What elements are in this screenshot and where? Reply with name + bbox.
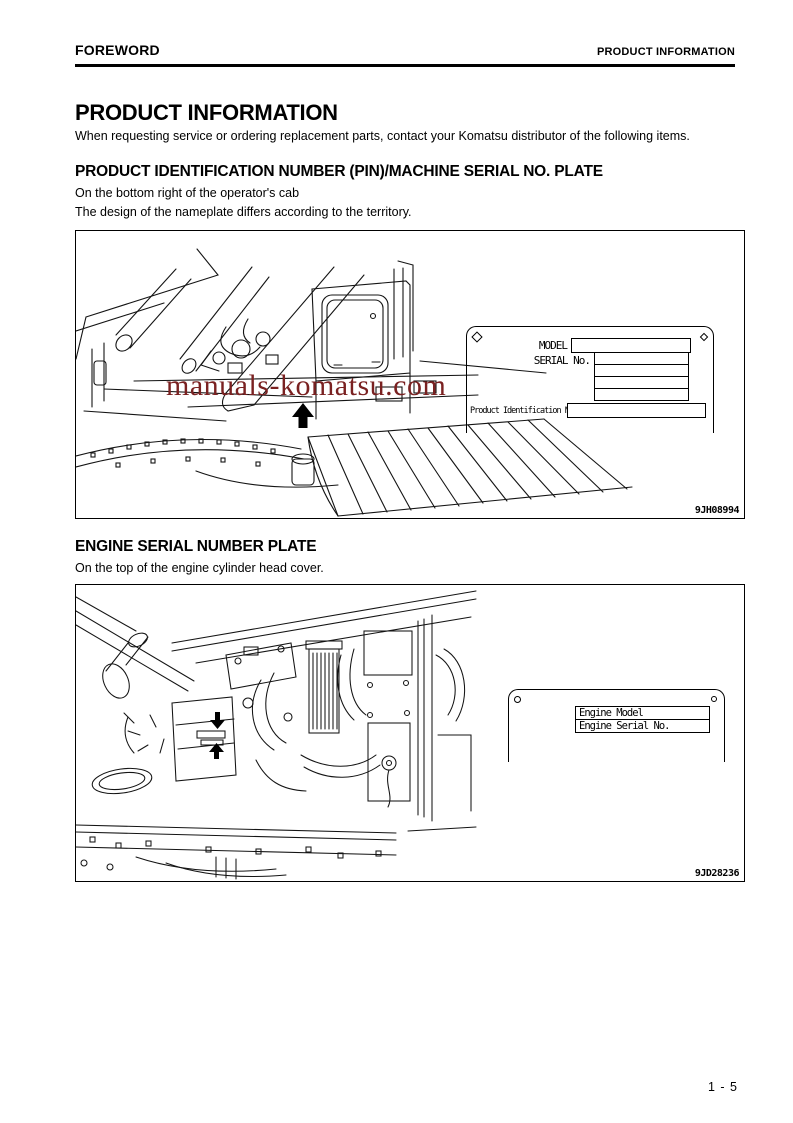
engine-model-row: Engine Model	[575, 706, 710, 720]
watermark-text: manuals-komatsu.com	[166, 369, 447, 402]
section-heading-pin-plate: PRODUCT IDENTIFICATION NUMBER (PIN)/MACH…	[75, 163, 603, 180]
screw-hole-icon	[514, 696, 521, 703]
engine-nameplate: Engine Model Engine Serial No.	[508, 689, 725, 762]
figure-code: 9JH08994	[694, 505, 740, 516]
pin-design-text: The design of the nameplate differs acco…	[75, 205, 412, 219]
serial-no-boxes	[594, 352, 689, 401]
page-number: 1 - 5	[707, 1080, 738, 1094]
section-heading-engine-plate: ENGINE SERIAL NUMBER PLATE	[75, 538, 317, 555]
serial-value-box	[594, 388, 689, 401]
engine-line-art	[76, 590, 477, 880]
header-rule	[75, 64, 735, 67]
intro-text: When requesting service or ordering repl…	[75, 129, 690, 143]
screw-hole-icon	[699, 332, 709, 342]
figure-code: 9JD28236	[694, 868, 740, 879]
pin-number-label: Product Identification Number	[470, 406, 590, 416]
engine-plate-arrow-down-icon	[210, 712, 225, 729]
pin-nameplate: MODEL SERIAL No. Product Identification …	[466, 326, 714, 433]
serial-no-label: SERIAL No.	[533, 354, 591, 367]
engine-plate-arrow-up-icon	[209, 743, 224, 759]
header-chapter-label: PRODUCT INFORMATION	[596, 46, 735, 58]
pin-location-arrow-icon	[292, 403, 314, 428]
engine-serial-row: Engine Serial No.	[575, 719, 710, 733]
figure-engine-plate: Engine Model Engine Serial No. 9JD28236	[75, 584, 745, 882]
pin-value-box	[567, 403, 706, 418]
model-label: MODEL	[538, 339, 568, 352]
pin-location-text: On the bottom right of the operator's ca…	[75, 186, 300, 200]
screw-hole-icon	[711, 696, 717, 702]
engine-plate-rows: Engine Model Engine Serial No.	[575, 706, 710, 733]
engine-location-text: On the top of the engine cylinder head c…	[75, 561, 324, 575]
header-section-label: FOREWORD	[75, 42, 160, 58]
excavator-line-art	[76, 248, 633, 517]
page-title: PRODUCT INFORMATION	[75, 100, 338, 125]
figure-pin-plate: manuals-komatsu.com MODEL SERIAL No. Pro…	[75, 230, 745, 519]
model-value-box	[571, 338, 691, 353]
